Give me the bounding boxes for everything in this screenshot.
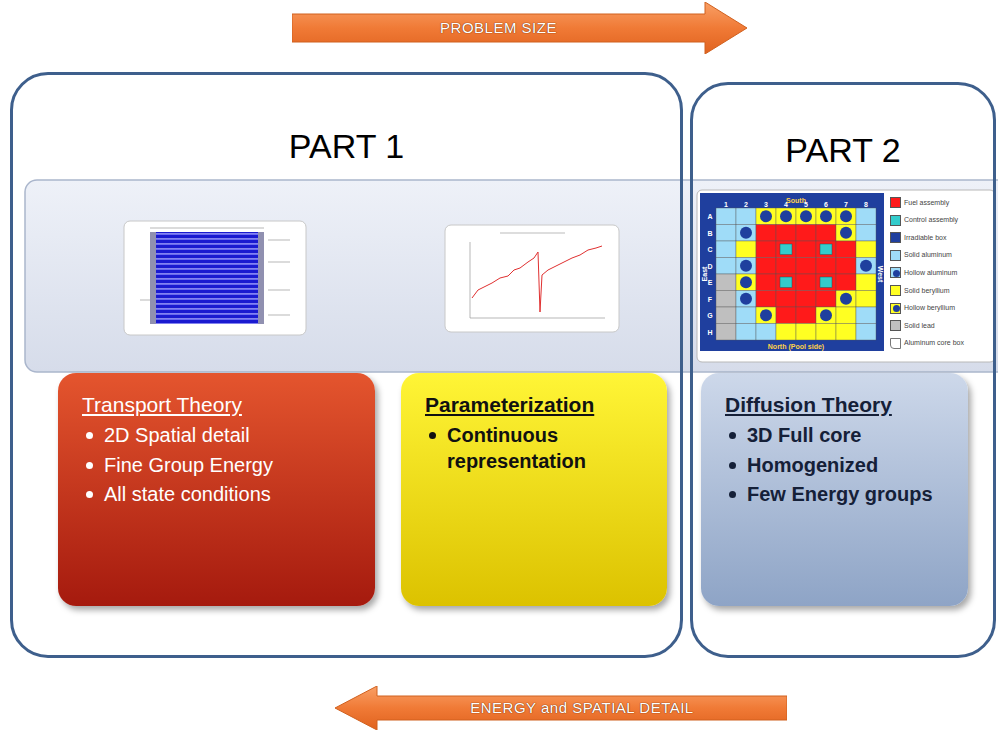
bullet-text: Few Energy groups: [747, 482, 950, 508]
map-label: North (Pool side): [768, 342, 824, 349]
map-label: 2: [744, 200, 748, 207]
map-label: East: [701, 267, 708, 282]
legend-symbol-dot: [893, 305, 900, 312]
map-label: South: [786, 197, 806, 204]
bullet-row: Homogenized: [725, 453, 950, 479]
legend-text: Aluminum core box: [904, 339, 964, 347]
map-label: E: [708, 279, 713, 286]
legend-swatch: [890, 250, 901, 261]
map-label: 8: [864, 200, 868, 207]
bullet-row: Fine Group Energy: [82, 453, 357, 479]
part-title: PART 1: [13, 127, 680, 166]
map-label: B: [707, 229, 712, 236]
bullet-row: 3D Full core: [725, 423, 950, 449]
legend-swatch: [890, 232, 901, 243]
arrow-body: [292, 2, 747, 54]
bullet-dot: [86, 432, 93, 439]
legend-text: Hollow aluminum: [904, 269, 957, 277]
bullet-dot: [729, 432, 736, 439]
card-heading: Diffusion Theory: [725, 393, 950, 417]
chart-thumbnail: [445, 225, 619, 332]
map-label: 1: [724, 200, 728, 207]
legend-text: Control assembly: [904, 216, 958, 224]
geometry-thumbnail: [124, 221, 306, 335]
method-card: Diffusion Theory 3D Full coreHomogenizedF…: [701, 373, 968, 606]
bullet-text: 2D Spatial detail: [104, 423, 357, 449]
legend-symbol: [890, 338, 901, 349]
bullet-text: All state conditions: [104, 482, 357, 508]
card-heading: Transport Theory: [82, 393, 357, 417]
map-label: H: [707, 328, 712, 335]
bullet-dot: [729, 491, 736, 498]
part-outline: PART 1 Transport Theory 2D Spatial detailF…: [10, 72, 683, 658]
map-label: 5: [804, 200, 808, 207]
bullet-dot: [429, 432, 436, 439]
map-label: A: [707, 213, 712, 220]
bullet-row: All state conditions: [82, 482, 357, 508]
bullet-row: Few Energy groups: [725, 482, 950, 508]
arrow-body: [335, 686, 787, 730]
legend-swatch: [890, 197, 901, 208]
part-outline: PART 2 Diffusion Theory 3D Full coreHomoge…: [690, 82, 996, 658]
legend-swatch: [890, 285, 901, 296]
bullet-text: Continuous representation: [447, 423, 649, 474]
bullet-row: Continuous representation: [425, 423, 649, 474]
bullet-text: Fine Group Energy: [104, 453, 357, 479]
bullet-dot: [729, 462, 736, 469]
bullet-row: 2D Spatial detail: [82, 423, 357, 449]
map-label: 3: [764, 200, 768, 207]
map-label: 4: [784, 200, 788, 207]
bullet-dot: [86, 462, 93, 469]
illustration-band: [25, 180, 998, 372]
arrow-label: PROBLEM SIZE: [292, 14, 705, 42]
card-heading: Parameterization: [425, 393, 649, 417]
map-label: F: [708, 295, 712, 302]
method-card: ParameterizationContinuous representatio…: [401, 373, 667, 606]
direction-arrow: ENERGY and SPATIAL DETAIL: [335, 686, 787, 730]
core-map-frame: [697, 190, 995, 362]
map-label: 6: [824, 200, 828, 207]
legend-symbol: [890, 267, 901, 278]
map-label: D: [707, 262, 712, 269]
direction-arrow: PROBLEM SIZE: [292, 2, 747, 54]
legend-text: Solid beryllium: [904, 287, 950, 295]
legend-text: Irradiable box: [904, 234, 946, 242]
map-label: West: [877, 266, 884, 283]
legend-text: Fuel assembly: [904, 199, 949, 207]
method-card: Transport Theory 2D Spatial detailFine Gr…: [58, 373, 375, 606]
map-label: C: [707, 246, 712, 253]
arrow-label: ENERGY and SPATIAL DETAIL: [377, 696, 787, 720]
map-label: G: [707, 312, 712, 319]
legend-symbol-dot: [893, 270, 900, 277]
legend-text: Hollow beryllium: [904, 304, 955, 312]
legend-symbol: [890, 303, 901, 314]
legend-text: Solid lead: [904, 322, 935, 330]
part-title: PART 2: [693, 131, 993, 170]
bullet-dot: [86, 491, 93, 498]
bullet-text: Homogenized: [747, 453, 950, 479]
legend-swatch: [890, 320, 901, 331]
map-label: 7: [844, 200, 848, 207]
legend-text: Solid aluminum: [904, 251, 952, 259]
legend-swatch: [890, 215, 901, 226]
bullet-text: 3D Full core: [747, 423, 950, 449]
